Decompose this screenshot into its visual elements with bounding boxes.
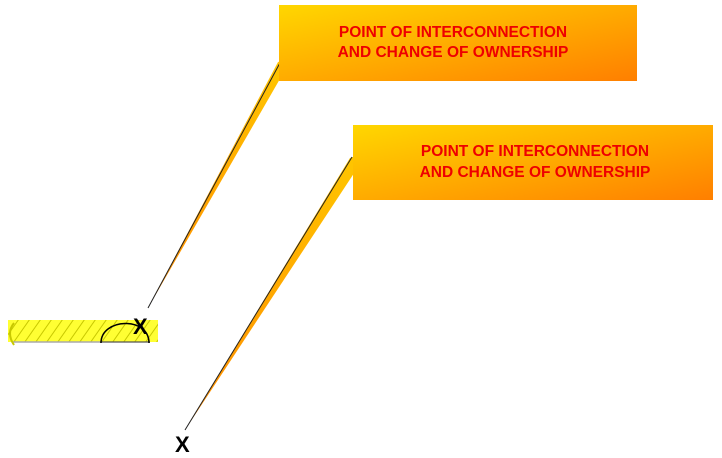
callout-2: POINT OF INTERCONNECTION AND CHANGE OF O… xyxy=(184,125,713,431)
callout-1-box xyxy=(279,5,637,81)
interconnection-marker-2: X xyxy=(175,432,190,457)
callout-2-line-1: POINT OF INTERCONNECTION xyxy=(421,143,649,160)
arc-symbol xyxy=(100,322,150,344)
hatched-bar xyxy=(8,320,158,342)
interconnection-marker-1: X xyxy=(133,314,148,339)
callout-2-line-2: AND CHANGE OF OWNERSHIP xyxy=(420,164,651,181)
callout-1-pointer-edge xyxy=(147,60,282,309)
callout-2-pointer xyxy=(185,152,368,430)
callout-1: POINT OF INTERCONNECTION AND CHANGE OF O… xyxy=(147,5,637,309)
callout-2-box xyxy=(353,125,713,200)
callout-1-line-2: AND CHANGE OF OWNERSHIP xyxy=(338,44,569,61)
bar-left-end xyxy=(9,322,15,346)
callout-1-line-1: POINT OF INTERCONNECTION xyxy=(339,24,567,41)
hatched-equipment-symbol xyxy=(8,320,158,346)
callout-2-pointer-edge xyxy=(184,156,353,431)
callout-1-pointer xyxy=(148,58,292,308)
